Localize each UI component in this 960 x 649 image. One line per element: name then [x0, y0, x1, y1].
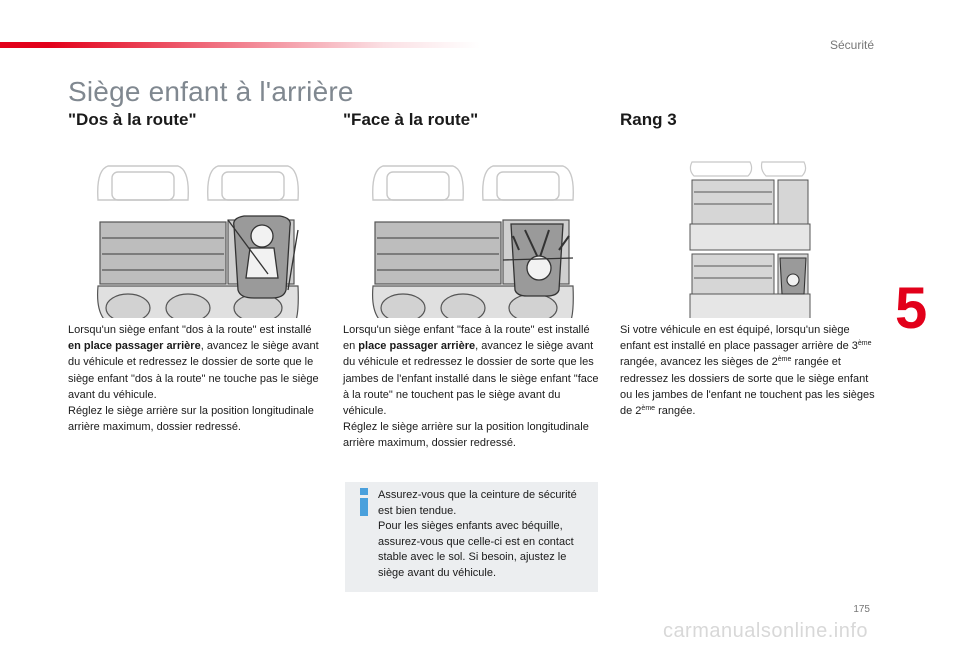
- superscript: ème: [777, 356, 792, 364]
- text-paragraph: Lorsqu'un siège enfant "face à la route"…: [343, 322, 601, 419]
- text-paragraph: Lorsqu'un siège enfant "dos à la route" …: [68, 322, 326, 403]
- column-row-3: Rang 3: [620, 110, 878, 417]
- text-span: rangée, avancez les sièges de 2: [620, 356, 778, 369]
- page-number: 175: [853, 604, 870, 615]
- column-text: Lorsqu'un siège enfant "dos à la route" …: [68, 322, 326, 435]
- text-span: rangée et redressez les dossiers de sort…: [620, 356, 875, 418]
- text-span: Lorsqu'un siège enfant "dos à la route" …: [68, 324, 312, 336]
- section-label: Sécurité: [829, 38, 874, 52]
- rear-facing-seat-illustration: [68, 140, 326, 318]
- column-title: "Face à la route": [343, 110, 479, 129]
- text-span: , avancez le siège avant du véhicule et …: [68, 340, 319, 401]
- column-title: Rang 3: [620, 110, 677, 129]
- column-text: Lorsqu'un siège enfant "face à la route"…: [343, 322, 601, 452]
- header-accent-bar: [0, 42, 480, 48]
- text-span: Si votre véhicule en est équipé, lorsqu'…: [620, 324, 858, 353]
- info-icon: [360, 488, 368, 516]
- column-text: Si votre véhicule en est équipé, lorsqu'…: [620, 322, 878, 419]
- page-title: Siège enfant à l'arrière: [68, 76, 354, 107]
- forward-facing-seat-illustration: [343, 140, 601, 318]
- text-emphasis: place passager arrière: [358, 340, 476, 353]
- column-rear-facing: "Dos à la route": [68, 110, 326, 433]
- superscript: ème: [641, 405, 656, 413]
- info-box: Assurez-vous que la ceinture de sécurité…: [345, 482, 598, 592]
- column-title: "Dos à la route": [68, 110, 197, 129]
- text-span: Lorsqu'un siège enfant "face à la route"…: [343, 324, 590, 353]
- chapter-number: 5: [895, 276, 928, 341]
- info-text: Assurez-vous que la ceinture de sécurité…: [378, 488, 590, 582]
- text-paragraph: Réglez le siège arrière sur la position …: [343, 421, 589, 450]
- text-paragraph: Réglez le siège arrière sur la position …: [68, 405, 314, 434]
- row-3-seat-illustration: [620, 140, 878, 318]
- text-paragraph: Si votre véhicule en est équipé, lorsqu'…: [620, 322, 878, 419]
- superscript: ème: [857, 340, 872, 348]
- text-span: , avancez le siège avant du véhicule et …: [343, 340, 599, 418]
- watermark: carmanualsonline.info: [662, 620, 868, 642]
- text-emphasis: en place passager arrière: [68, 340, 201, 353]
- text-span: rangée.: [655, 405, 696, 418]
- info-paragraph: Assurez-vous que la ceinture de sécurité…: [378, 489, 577, 517]
- column-forward-facing: "Face à la route": [343, 110, 601, 449]
- info-paragraph: Pour les sièges enfants avec béquille, a…: [378, 520, 574, 579]
